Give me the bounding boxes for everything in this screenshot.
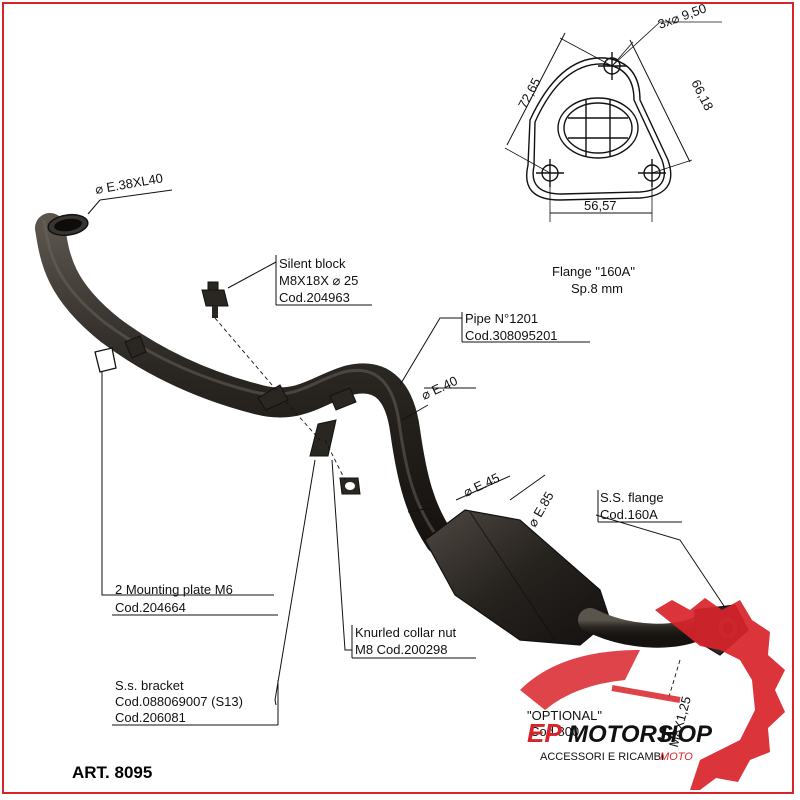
- optional-label: "OPTIONAL" Cod.800: [527, 708, 602, 739]
- flange-outline-inner: [532, 63, 666, 195]
- ss-bracket-label: S.s. bracket Cod.088069007 (S13) Cod.206…: [115, 678, 243, 725]
- flange-port-inner: [563, 102, 633, 154]
- silent-block-label: Silent block M8X18X ⌀ 25 Cod.204963: [279, 256, 358, 305]
- svg-text:Pipe N°1201: Pipe N°1201: [465, 311, 538, 326]
- label-boxes: [112, 255, 682, 726]
- svg-text:Cod.204664: Cod.204664: [115, 600, 186, 615]
- bracket-3: [329, 387, 357, 411]
- pipe-diameter-label: ⌀ E.40: [419, 373, 460, 403]
- logo-ep: EP: [527, 718, 562, 748]
- collar-nut-label: Knurled collar nut M8 Cod.200298: [355, 625, 457, 657]
- bracket-2: [257, 384, 289, 411]
- ep-motorshop-logo: EP MOTORS HOP ACCESSORI E RICAMBI MOTO: [520, 598, 785, 790]
- svg-text:Knurled collar nut: Knurled collar nut: [355, 625, 457, 640]
- mounting-plate-2: [309, 419, 337, 457]
- leader-lines: [87, 189, 741, 706]
- mounting-plate-1: [94, 347, 117, 373]
- article-number: ART. 8095: [72, 763, 152, 782]
- svg-text:Cod.088069007 (S13): Cod.088069007 (S13): [115, 694, 243, 709]
- svg-text:M8 Cod.200298: M8 Cod.200298: [355, 642, 448, 657]
- svg-text:M8X18X ⌀ 25: M8X18X ⌀ 25: [279, 273, 358, 288]
- svg-text:2 Mounting plate M6: 2 Mounting plate M6: [115, 582, 233, 597]
- logo-gear: [655, 598, 785, 790]
- svg-text:S.S. flange: S.S. flange: [600, 490, 664, 505]
- flange-drawing: [504, 21, 722, 222]
- silent-block: [201, 289, 229, 307]
- assembly-lines: [214, 317, 681, 701]
- flange-title: Flange "160A": [552, 264, 635, 279]
- svg-text:Cod.206081: Cod.206081: [115, 710, 186, 725]
- catalyst-diameter-label: ⌀ E.85: [525, 489, 557, 530]
- bracket-1: [124, 335, 147, 359]
- flange-dim-bottom: 56,57: [584, 198, 617, 213]
- mounting-plate-label: 2 Mounting plate M6 Cod.204664: [115, 582, 233, 615]
- flange-dim-right: 66,18: [688, 77, 716, 113]
- flange-thickness: Sp.8 mm: [571, 281, 623, 296]
- dim-line-right: [629, 39, 691, 163]
- svg-text:Cod.800: Cod.800: [530, 724, 579, 739]
- svg-text:Silent block: Silent block: [279, 256, 346, 271]
- svg-text:"OPTIONAL": "OPTIONAL": [527, 708, 602, 723]
- dim-line-holes: [611, 21, 661, 67]
- svg-text:Cod.160A: Cod.160A: [600, 507, 658, 522]
- svg-text:Cod.308095201: Cod.308095201: [465, 328, 558, 343]
- pipe-body: [35, 213, 455, 555]
- logo-motors: MOTORS: [568, 721, 673, 748]
- logo-tagline-moto: MOTO: [660, 751, 693, 763]
- flange-port: [557, 97, 639, 159]
- pipe-diameter-2-label: ⌀ E.45: [461, 470, 502, 500]
- pipe-label: Pipe N°1201 Cod.308095201: [465, 311, 558, 343]
- flange-outline: [526, 57, 672, 201]
- svg-text:Cod.204963: Cod.204963: [279, 290, 350, 305]
- ss-flange-label: S.S. flange Cod.160A: [600, 490, 664, 522]
- logo-hop: HOP: [660, 721, 713, 748]
- flange-holes-label: 3x⌀ 9,50: [656, 0, 709, 31]
- svg-text:S.s. bracket: S.s. bracket: [115, 678, 184, 693]
- logo-tagline: ACCESSORI E RICAMBI: [540, 751, 664, 763]
- dim-line-side: [506, 32, 566, 146]
